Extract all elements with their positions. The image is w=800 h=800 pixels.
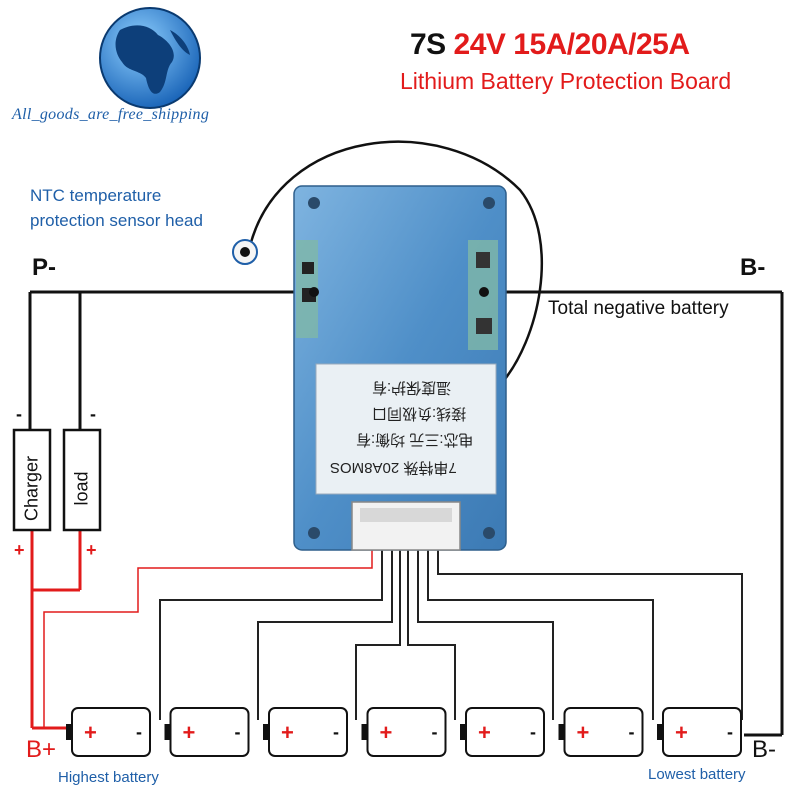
charger-label: Charger xyxy=(21,455,42,522)
pcb-label-line4: 7串特殊 20A8MOS xyxy=(330,459,457,476)
p-minus-label: P- xyxy=(32,254,56,281)
battery-minus-mark: - xyxy=(432,722,438,742)
pcb-label-line3: 电芯:三元 均衡:有 xyxy=(356,431,474,448)
battery-cell: +- xyxy=(66,707,151,757)
wiring-red xyxy=(30,530,373,730)
b-minus-bottom-label: B- xyxy=(752,736,776,763)
charger-box xyxy=(12,428,52,532)
battery-plus-mark: + xyxy=(84,720,97,745)
wiring-black xyxy=(28,290,784,737)
title-spec-values: 24V 15A/20A/25A xyxy=(453,28,691,61)
battery-terminal xyxy=(558,724,565,740)
battery-minus-mark: - xyxy=(530,722,536,742)
battery-plus-mark: + xyxy=(577,720,590,745)
b-plus-label: B+ xyxy=(26,736,57,763)
battery-terminal xyxy=(657,724,663,740)
charger-negative-sign: - xyxy=(16,404,22,424)
battery-plus-mark: + xyxy=(675,720,688,745)
battery-minus-mark: - xyxy=(235,722,241,742)
battery-terminal xyxy=(66,724,72,740)
pcb-label-line2: 接线:负极同口 xyxy=(372,405,467,422)
ntc-cable xyxy=(248,140,544,386)
highest-battery-label: Highest battery xyxy=(58,769,159,786)
battery-minus-mark: - xyxy=(333,722,339,742)
battery-plus-mark: + xyxy=(478,720,491,745)
b-minus-top-label: B- xyxy=(740,254,766,281)
title-specs: 7S 24V 15A/20A/25A xyxy=(410,28,690,62)
battery-minus-mark: - xyxy=(727,722,733,742)
pcb-label-line1: 温度保护:有 xyxy=(372,379,452,396)
title-cells: 7S xyxy=(410,28,446,61)
lowest-battery-label: Lowest battery xyxy=(648,766,746,783)
charger-positive-sign: + xyxy=(14,540,25,560)
battery-cells: +-+-+-+-+-+-+- xyxy=(66,707,742,757)
load-label: load xyxy=(71,471,92,506)
load-box xyxy=(62,428,102,532)
shop-watermark: All_goods_are_free_shipping xyxy=(12,106,210,123)
battery-cell: +- xyxy=(164,707,250,757)
battery-plus-mark: + xyxy=(281,720,294,745)
ntc-label-line2: protection sensor head xyxy=(30,211,203,230)
battery-minus-mark: - xyxy=(136,722,142,742)
protection-board xyxy=(293,185,507,551)
total-negative-label: Total negative battery xyxy=(548,298,729,319)
balance-wires xyxy=(159,550,743,720)
battery-cell: +- xyxy=(263,707,348,757)
globe-logo-icon xyxy=(99,7,201,109)
battery-terminal xyxy=(361,724,368,740)
battery-cell: +- xyxy=(460,707,545,757)
battery-plus-mark: + xyxy=(380,720,393,745)
battery-cell: +- xyxy=(558,707,644,757)
load-negative-sign: - xyxy=(90,404,96,424)
battery-minus-mark: - xyxy=(629,722,635,742)
ntc-label-line1: NTC temperature xyxy=(30,186,162,205)
battery-cell: +- xyxy=(361,707,447,757)
battery-cell: +- xyxy=(657,707,742,757)
battery-plus-mark: + xyxy=(183,720,196,745)
ntc-sensor-head xyxy=(232,239,258,265)
battery-terminal xyxy=(460,724,466,740)
subtitle: Lithium Battery Protection Board xyxy=(400,68,732,94)
load-positive-sign: + xyxy=(86,540,97,560)
battery-terminal xyxy=(164,724,171,740)
battery-terminal xyxy=(263,724,269,740)
